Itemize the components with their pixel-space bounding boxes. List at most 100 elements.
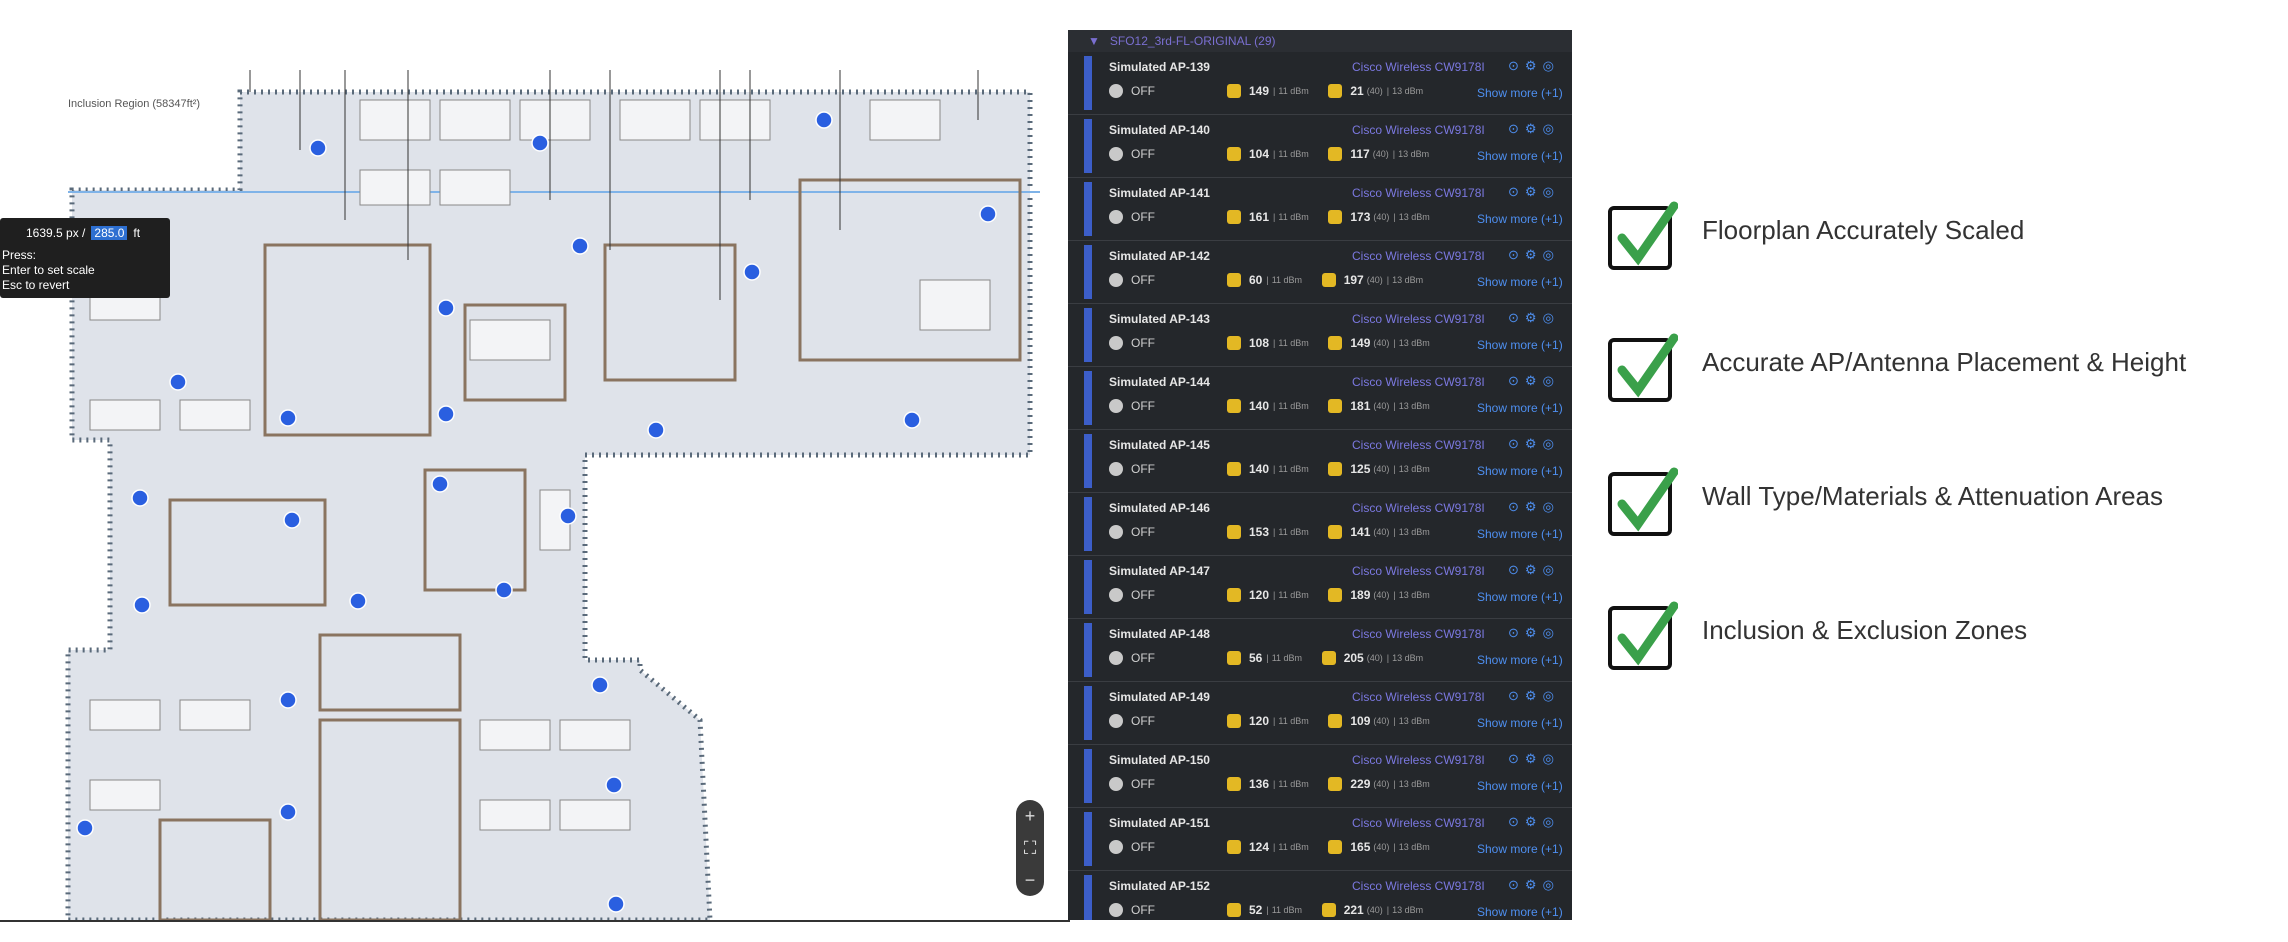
locate-icon[interactable]: ⊙ [1508,310,1519,325]
zoom-out-button[interactable]: − [1024,869,1036,890]
ap-model-link[interactable]: Cisco Wireless CW9178I [1352,249,1485,263]
target-icon[interactable]: ◎ [1542,247,1554,262]
settings-icon[interactable]: ⚙ [1524,562,1537,577]
locate-icon[interactable]: ⊙ [1508,499,1519,514]
show-more-link[interactable]: Show more (+1) [1477,653,1563,667]
settings-icon[interactable]: ⚙ [1524,499,1537,514]
show-more-link[interactable]: Show more (+1) [1477,527,1563,541]
radio-status: OFF [1131,714,1155,728]
show-more-link[interactable]: Show more (+1) [1477,338,1563,352]
settings-icon[interactable]: ⚙ [1524,877,1537,892]
ap-model-link[interactable]: Cisco Wireless CW9178I [1352,186,1485,200]
target-icon[interactable]: ◎ [1542,436,1554,451]
settings-icon[interactable]: ⚙ [1524,184,1537,199]
target-icon[interactable]: ◎ [1542,310,1554,325]
ap-model-link[interactable]: Cisco Wireless CW9178I [1352,879,1485,893]
floorplan-canvas[interactable]: Inclusion Region (58347ft²) [0,0,1066,920]
locate-icon[interactable]: ⊙ [1508,877,1519,892]
locate-icon[interactable]: ⊙ [1508,121,1519,136]
settings-icon[interactable]: ⚙ [1524,121,1537,136]
settings-icon[interactable]: ⚙ [1524,373,1537,388]
channel-5ghz: 108 [1249,336,1270,350]
show-more-link[interactable]: Show more (+1) [1477,716,1563,730]
show-more-link[interactable]: Show more (+1) [1477,842,1563,856]
ap-model-link[interactable]: Cisco Wireless CW9178I [1352,60,1485,74]
locate-icon[interactable]: ⊙ [1508,184,1519,199]
target-icon[interactable]: ◎ [1542,625,1554,640]
checklist-item: Accurate AP/Antenna Placement & Height [1608,332,2186,402]
ap-model-link[interactable]: Cisco Wireless CW9178I [1352,564,1485,578]
target-icon[interactable]: ◎ [1542,373,1554,388]
target-icon[interactable]: ◎ [1542,688,1554,703]
settings-icon[interactable]: ⚙ [1524,58,1537,73]
settings-icon[interactable]: ⚙ [1524,310,1537,325]
ap-list-panel[interactable]: ▼ SFO12_3rd-FL-ORIGINAL (29) Simulated A… [1068,30,1572,920]
target-icon[interactable]: ◎ [1542,499,1554,514]
settings-icon[interactable]: ⚙ [1524,688,1537,703]
ap-model-link[interactable]: Cisco Wireless CW9178I [1352,627,1485,641]
target-icon[interactable]: ◎ [1542,184,1554,199]
collapse-caret-icon[interactable]: ▼ [1088,34,1100,48]
target-icon[interactable]: ◎ [1542,814,1554,829]
settings-icon[interactable]: ⚙ [1524,625,1537,640]
fit-view-button[interactable]: ⛶ [1023,837,1037,858]
ap-model-link[interactable]: Cisco Wireless CW9178I [1352,438,1485,452]
ap-model-link[interactable]: Cisco Wireless CW9178I [1352,375,1485,389]
target-icon[interactable]: ◎ [1542,562,1554,577]
locate-icon[interactable]: ⊙ [1508,625,1519,640]
target-icon[interactable]: ◎ [1542,751,1554,766]
show-more-link[interactable]: Show more (+1) [1477,590,1563,604]
target-icon[interactable]: ◎ [1542,877,1554,892]
show-more-link[interactable]: Show more (+1) [1477,779,1563,793]
settings-icon[interactable]: ⚙ [1524,814,1537,829]
show-more-link[interactable]: Show more (+1) [1477,401,1563,415]
show-more-link[interactable]: Show more (+1) [1477,149,1563,163]
target-icon[interactable]: ◎ [1542,58,1554,73]
locate-icon[interactable]: ⊙ [1508,562,1519,577]
show-more-link[interactable]: Show more (+1) [1477,464,1563,478]
show-more-link[interactable]: Show more (+1) [1477,275,1563,289]
locate-icon[interactable]: ⊙ [1508,58,1519,73]
ap-model-link[interactable]: Cisco Wireless CW9178I [1352,816,1485,830]
antenna-icon [1328,336,1343,350]
settings-icon[interactable]: ⚙ [1524,247,1537,262]
settings-icon[interactable]: ⚙ [1524,751,1537,766]
ap-row[interactable]: Simulated AP-141 Cisco Wireless CW9178I ⊙ ⚙… [1068,178,1572,241]
target-icon[interactable]: ◎ [1542,121,1554,136]
locate-icon[interactable]: ⊙ [1508,247,1519,262]
show-more-link[interactable]: Show more (+1) [1477,212,1563,226]
ap-model-link[interactable]: Cisco Wireless CW9178I [1352,123,1485,137]
zoom-in-button[interactable]: + [1024,805,1036,826]
show-more-link[interactable]: Show more (+1) [1477,905,1563,919]
locate-icon[interactable]: ⊙ [1508,436,1519,451]
channel-width: (40) [1373,590,1390,600]
power-5ghz: 11 dBm [1271,653,1303,663]
ap-model-link[interactable]: Cisco Wireless CW9178I [1352,690,1485,704]
antenna-icon [1227,462,1241,476]
ap-model-link[interactable]: Cisco Wireless CW9178I [1352,753,1485,767]
locate-icon[interactable]: ⊙ [1508,688,1519,703]
scale-value-input[interactable]: 285.0 [91,226,128,240]
ap-model-link[interactable]: Cisco Wireless CW9178I [1352,312,1485,326]
settings-icon[interactable]: ⚙ [1524,436,1537,451]
ap-name: Simulated AP-141 [1109,186,1210,200]
show-more-link[interactable]: Show more (+1) [1477,86,1563,100]
ap-model-link[interactable]: Cisco Wireless CW9178I [1352,501,1485,515]
locate-icon[interactable]: ⊙ [1508,373,1519,388]
ap-group-header[interactable]: ▼ SFO12_3rd-FL-ORIGINAL (29) [1068,30,1572,52]
locate-icon[interactable]: ⊙ [1508,814,1519,829]
locate-icon[interactable]: ⊙ [1508,751,1519,766]
